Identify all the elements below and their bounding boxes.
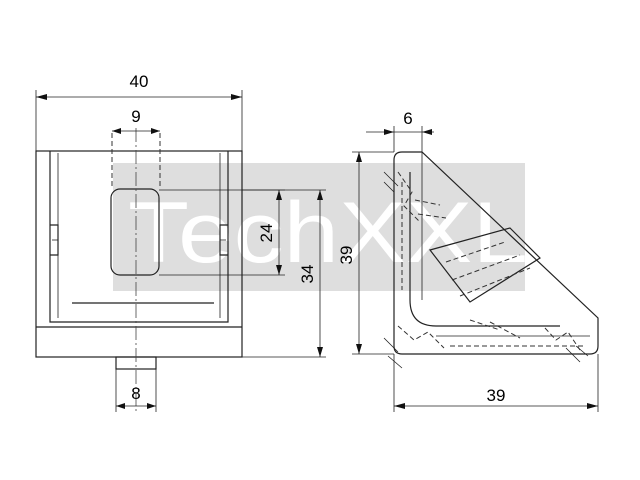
dim-side-width: 39 [487, 386, 506, 405]
dim-overall-height: 34 [298, 265, 317, 284]
dim-side-height: 39 [337, 246, 356, 265]
dim-front-width: 40 [130, 72, 149, 91]
watermark-text: TechXXL [128, 185, 528, 281]
dimension-labels: 40 9 24 34 8 6 39 39 [130, 72, 506, 405]
dim-tab-width: 8 [131, 384, 140, 403]
dim-side-top-width: 6 [403, 109, 412, 128]
dim-slot-width: 9 [131, 107, 140, 126]
dimension-lines [35, 90, 599, 412]
side-view [383, 151, 599, 369]
dim-slot-height: 24 [257, 224, 276, 243]
front-view [35, 128, 243, 414]
watermark: TechXXL [113, 163, 528, 291]
